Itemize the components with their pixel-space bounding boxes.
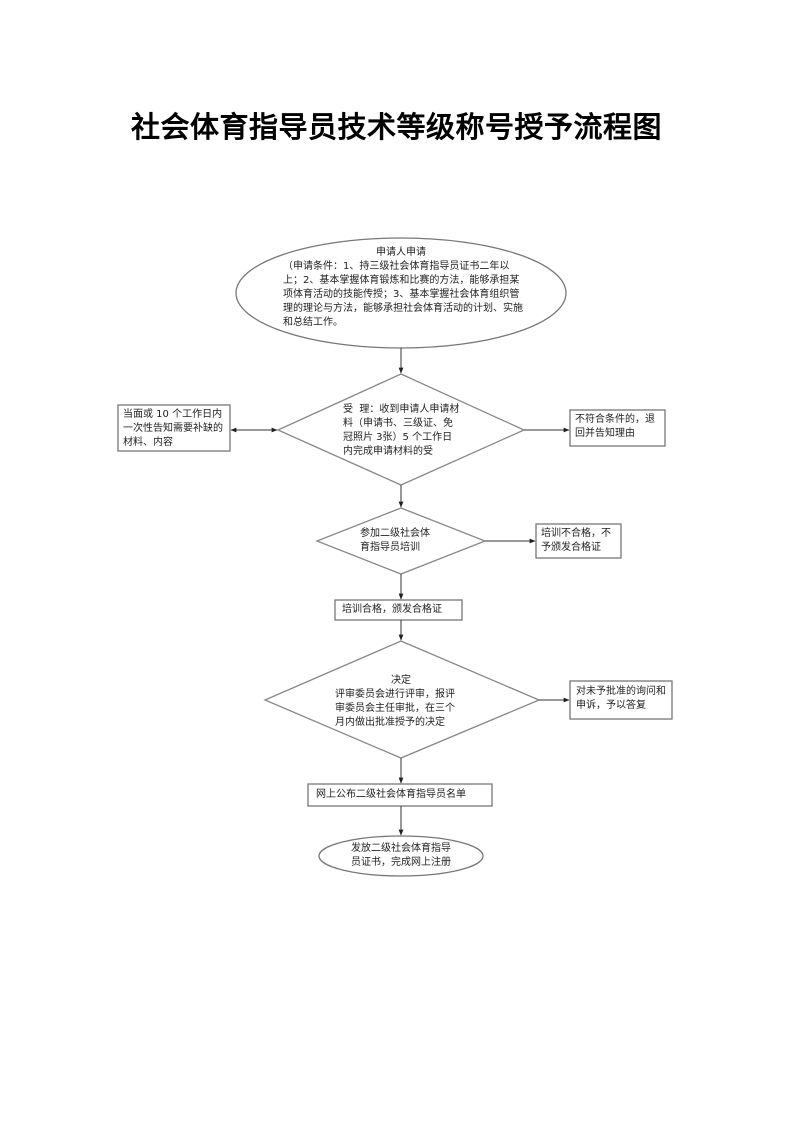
node-issue-shape	[318, 835, 484, 877]
node-decision-heading: 决定	[391, 675, 411, 686]
node-training-pass-shape	[334, 599, 463, 621]
node-appeal-shape	[569, 680, 673, 720]
node-training-pass-text: 培训合格，颁发合格证	[342, 604, 442, 615]
node-apply-text: （申请条件：1、持三级社会体育指导员证书二年以上；2、基本掌握体育锻炼和比赛的方…	[283, 261, 523, 328]
node-training-fail-shape	[535, 523, 622, 559]
node-accept-text: 受 理：收到申请人申请材料（申请书、三级证、免冠照片 3张）5 个工作日内完成申…	[343, 404, 460, 457]
node-issue-text: 发放二级社会体育指导员证书，完成网上注册	[351, 843, 451, 868]
node-publish-text: 网上公布二级社会体育指导员名单	[316, 789, 466, 800]
node-notify-missing-shape	[117, 404, 231, 452]
node-reject-text: 不符合条件的，退回并告知理由	[575, 414, 655, 439]
node-appeal-text: 对未予批准的询问和申诉，予以答复	[576, 686, 666, 711]
node-decision-text: 评审委员会进行评审，报评审委员会主任审批，在三个月内做出批准授予的决定	[335, 689, 455, 728]
page-title: 社会体育指导员技术等级称号授予流程图	[130, 110, 662, 144]
node-publish-shape	[307, 783, 493, 807]
node-training-text: 参加二级社会体育指导员培训	[360, 528, 430, 553]
node-reject-shape	[569, 409, 666, 447]
node-apply-heading: 申请人申请	[376, 247, 426, 258]
node-notify-missing-text: 当面或 10 个工作日内一次性告知需要补缺的材料、内容	[123, 409, 223, 448]
node-training-fail-text: 培训不合格，不予颁发合格证	[541, 528, 611, 553]
